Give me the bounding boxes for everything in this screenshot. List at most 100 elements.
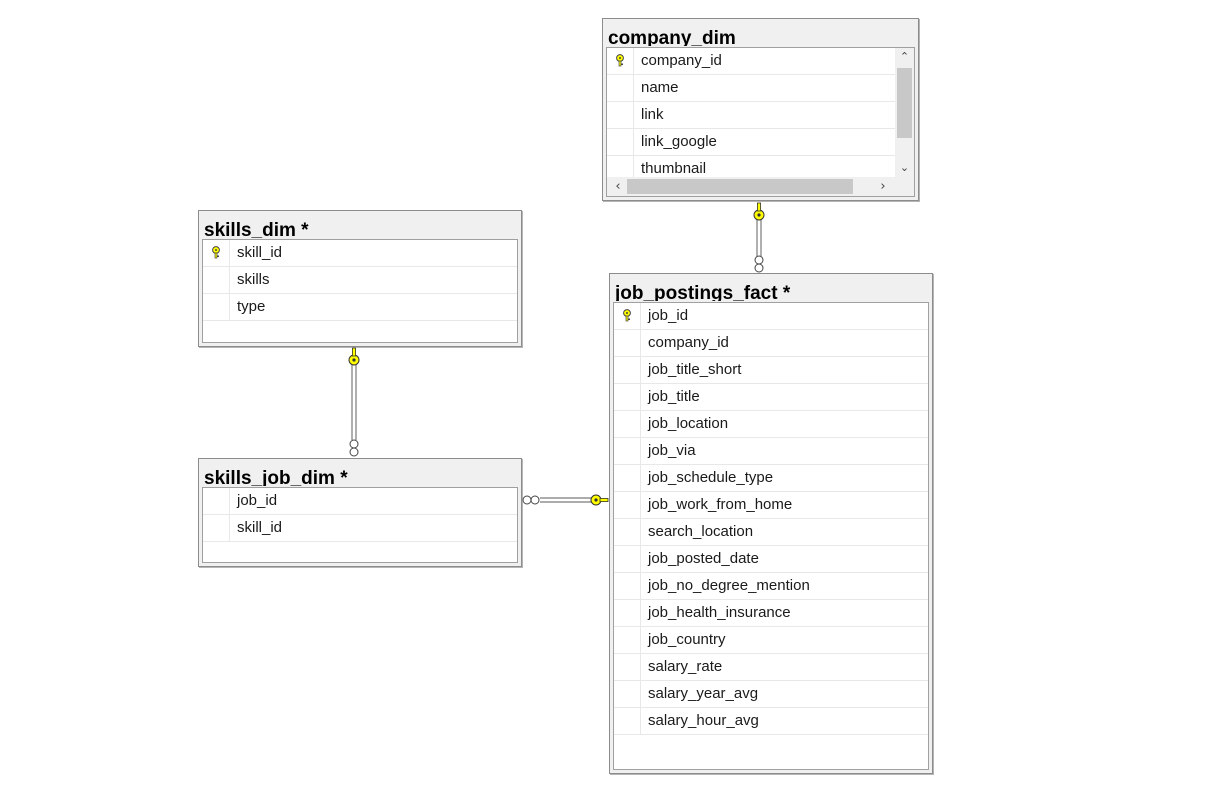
vertical-scrollbar[interactable]: ⌃ ⌄ — [895, 48, 914, 177]
row-selector[interactable] — [614, 519, 641, 545]
column-row[interactable]: link_google — [607, 129, 914, 156]
column-row[interactable]: job_location — [614, 411, 928, 438]
column-name: salary_year_avg — [648, 685, 759, 702]
row-selector[interactable] — [614, 573, 641, 599]
row-selector[interactable] — [614, 411, 641, 437]
column-name: skill_id — [237, 519, 283, 536]
column-row[interactable]: skills — [203, 267, 517, 294]
column-row[interactable]: skill_id — [203, 515, 517, 542]
scroll-right-icon[interactable]: › — [880, 179, 886, 194]
column-row[interactable]: salary_rate — [614, 654, 928, 681]
row-selector[interactable] — [614, 546, 641, 572]
row-selector[interactable] — [614, 465, 641, 491]
primary-key-icon — [211, 244, 221, 263]
row-selector[interactable] — [614, 654, 641, 680]
column-row[interactable]: salary_hour_avg — [614, 708, 928, 735]
row-selector[interactable] — [614, 438, 641, 464]
many-end-icon — [349, 439, 359, 449]
row-selector[interactable] — [614, 708, 641, 734]
table-title: company_dim — [608, 28, 736, 46]
horizontal-scrollbar[interactable]: ‹ › — [607, 177, 914, 196]
row-selector[interactable] — [607, 156, 634, 182]
primary-key-icon — [615, 52, 625, 71]
column-row[interactable]: job_title — [614, 384, 928, 411]
scroll-up-icon[interactable]: ⌃ — [899, 50, 910, 63]
column-name: salary_hour_avg — [648, 712, 759, 729]
row-selector[interactable] — [607, 102, 634, 128]
row-selector[interactable] — [203, 240, 230, 266]
row-selector[interactable] — [614, 357, 641, 383]
relationship-company-to-postings[interactable] — [753, 202, 765, 273]
row-selector[interactable] — [607, 129, 634, 155]
row-selector[interactable] — [607, 75, 634, 101]
column-row[interactable]: name — [607, 75, 914, 102]
column-row[interactable]: job_country — [614, 627, 928, 654]
column-name: job_work_from_home — [648, 496, 793, 513]
column-row[interactable]: type — [203, 294, 517, 321]
table-title: job_postings_fact * — [615, 283, 791, 301]
row-selector[interactable] — [203, 515, 230, 541]
column-name: job_id — [648, 307, 689, 324]
scroll-thumb[interactable] — [897, 68, 912, 138]
column-row[interactable]: job_health_insurance — [614, 600, 928, 627]
column-name: salary_rate — [648, 658, 723, 675]
column-row[interactable]: job_title_short — [614, 357, 928, 384]
column-name: job_id — [237, 492, 278, 509]
primary-key-icon — [622, 307, 632, 326]
column-row[interactable]: salary_year_avg — [614, 681, 928, 708]
relationship-postings-to-skillsjob[interactable] — [522, 494, 609, 506]
many-end-icon — [754, 255, 764, 265]
column-row[interactable]: search_location — [614, 519, 928, 546]
column-row[interactable]: job_schedule_type — [614, 465, 928, 492]
column-row[interactable]: job_no_degree_mention — [614, 573, 928, 600]
row-selector[interactable] — [614, 627, 641, 653]
column-name: job_location — [648, 415, 729, 432]
row-selector[interactable] — [203, 294, 230, 320]
row-selector[interactable] — [614, 492, 641, 518]
column-row[interactable]: job_work_from_home — [614, 492, 928, 519]
scroll-down-icon[interactable]: ⌄ — [899, 161, 910, 174]
table-skills-job-dim[interactable]: skills_job_dim * job_id skill_id — [198, 458, 522, 567]
column-name: job_via — [648, 442, 696, 459]
column-list: job_id skill_id — [203, 488, 517, 542]
row-selector[interactable] — [203, 267, 230, 293]
column-grid: job_id skill_id — [202, 487, 518, 563]
primary-key-end-icon — [590, 494, 609, 506]
row-selector[interactable] — [614, 303, 641, 329]
column-row[interactable]: job_posted_date — [614, 546, 928, 573]
many-end-icon — [522, 495, 532, 505]
row-selector[interactable] — [203, 488, 230, 514]
column-row[interactable]: job_id — [203, 488, 517, 515]
column-name: job_health_insurance — [648, 604, 791, 621]
row-selector[interactable] — [614, 600, 641, 626]
row-selector[interactable] — [614, 681, 641, 707]
column-row[interactable]: company_id — [607, 48, 914, 75]
column-row[interactable]: job_via — [614, 438, 928, 465]
column-name: search_location — [648, 523, 754, 540]
column-name: type — [237, 298, 266, 315]
table-title: skills_job_dim * — [204, 468, 348, 486]
primary-key-end-icon — [348, 347, 360, 366]
column-row[interactable]: company_id — [614, 330, 928, 357]
column-name: name — [641, 79, 679, 96]
column-name: job_no_degree_mention — [648, 577, 810, 594]
row-selector[interactable] — [614, 330, 641, 356]
column-name: link — [641, 106, 664, 123]
row-selector[interactable] — [607, 48, 634, 74]
table-title: skills_dim * — [204, 220, 309, 238]
column-row[interactable]: link — [607, 102, 914, 129]
scroll-thumb[interactable] — [627, 179, 853, 194]
row-selector[interactable] — [614, 384, 641, 410]
scroll-left-icon[interactable]: ‹ — [615, 179, 621, 194]
relationship-skills-to-skillsjob[interactable] — [348, 347, 360, 457]
column-row[interactable]: skill_id — [203, 240, 517, 267]
column-row[interactable]: job_id — [614, 303, 928, 330]
